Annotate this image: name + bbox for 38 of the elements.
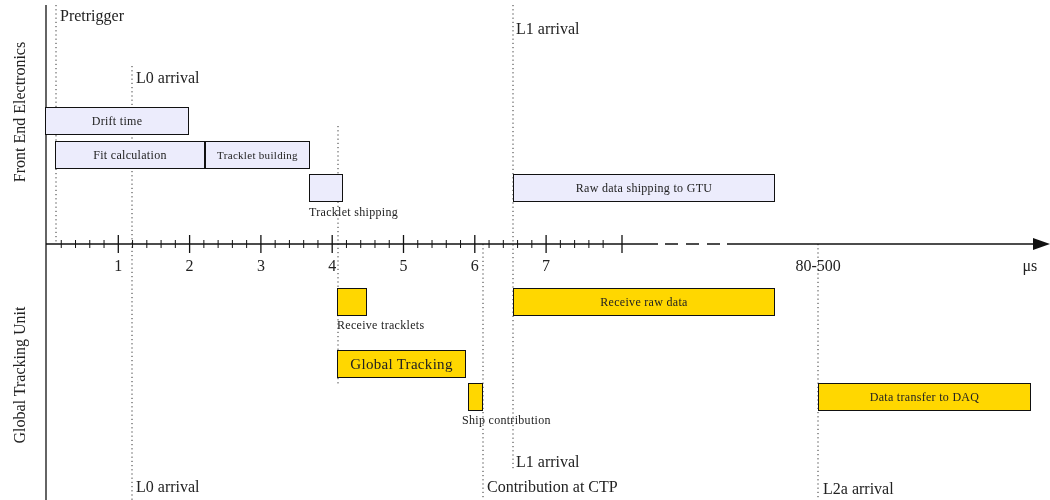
tick-label: 1: [114, 258, 123, 274]
section-title: Global Tracking Unit: [11, 306, 28, 444]
task-bar: [337, 350, 466, 378]
task-label: Receive raw data: [600, 294, 688, 310]
section-title: Front End Electronics: [12, 41, 29, 183]
tick-label: 5: [399, 258, 408, 274]
axis-unit-label: μs: [1022, 258, 1038, 274]
tick-label: 2: [185, 258, 194, 274]
event-label: L2a arrival: [823, 481, 894, 497]
task-label: Fit calculation: [93, 147, 167, 163]
event-label: L1 arrival: [516, 454, 580, 470]
task-bar: [55, 141, 205, 169]
task-caption: Ship contribution: [462, 413, 551, 428]
event-label: Contribution at CTP: [487, 479, 618, 495]
tick-label: 6: [470, 258, 479, 274]
task-box: [309, 174, 343, 202]
tick-label: 4: [328, 258, 337, 274]
event-label: L1 arrival: [516, 21, 580, 37]
tick-label: 7: [542, 258, 551, 274]
task-label: Raw data shipping to GTU: [575, 180, 713, 196]
task-caption: Receive tracklets: [337, 318, 425, 333]
task-caption: Tracklet shipping: [309, 205, 398, 220]
task-bar: [45, 107, 189, 135]
tick-label: 80-500: [795, 258, 841, 274]
task-label: Drift time: [91, 113, 143, 129]
task-bar: [513, 174, 775, 202]
event-label: L0 arrival: [136, 479, 200, 495]
task-label: Tracklet building: [217, 149, 298, 161]
task-box: [337, 288, 367, 316]
task-label: Data transfer to DAQ: [869, 389, 980, 405]
task-label: Global Tracking: [350, 355, 453, 373]
tick-label: 3: [256, 258, 265, 274]
event-label: L0 arrival: [136, 70, 200, 86]
task-bar: [818, 383, 1031, 411]
task-bar: [205, 141, 310, 169]
task-bar: [513, 288, 775, 316]
task-box: [468, 383, 483, 411]
event-label: Pretrigger: [60, 8, 124, 24]
